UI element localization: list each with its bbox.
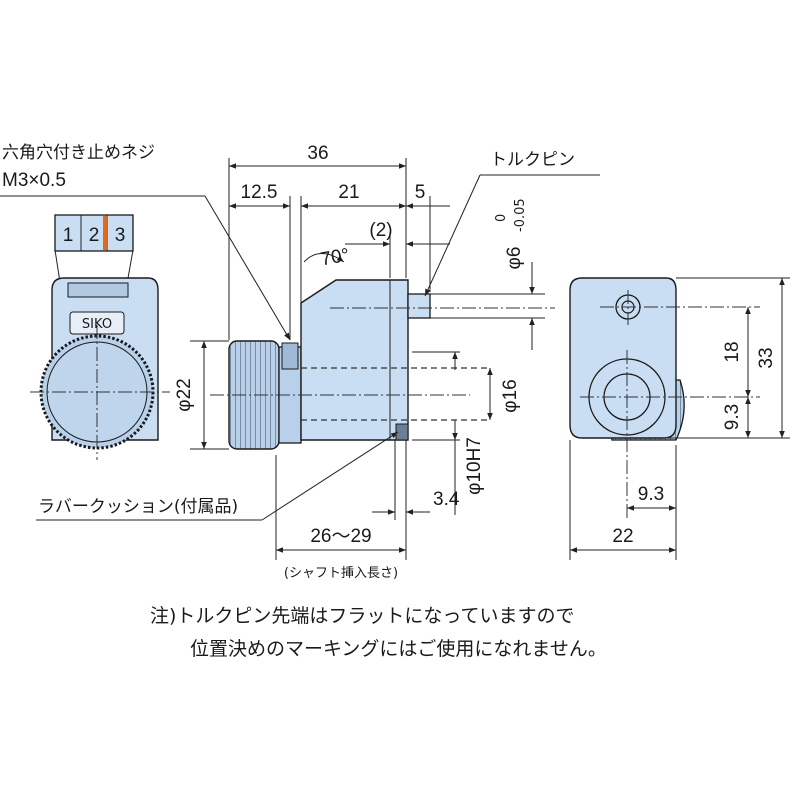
dim-pin-diameter: φ6 bbox=[504, 247, 525, 270]
dim-body-length: 21 bbox=[338, 182, 359, 203]
note-line-2: 位置決めのマーキングにはご使用になれません。 bbox=[190, 638, 607, 660]
torque-pin-label: トルクピン bbox=[490, 150, 575, 170]
shaft-insert-label: (シャフト挿入長さ) bbox=[284, 566, 398, 581]
dim-angle: 70° bbox=[319, 245, 351, 271]
rubber-cushion-callout: ラバークッション(付属品) bbox=[36, 431, 399, 521]
knob-diameter-dimension: φ22 bbox=[174, 340, 229, 450]
digit-window bbox=[54, 214, 134, 252]
side-body bbox=[300, 279, 409, 441]
hex-screw-callout: 六角穴付き止めネジ M3×0.5 bbox=[0, 143, 291, 341]
dim-pin-tol-lower: -0.05 bbox=[513, 198, 528, 232]
middle-right-dimensions: φ6 0 -0.05 φ16 φ10H7 bbox=[412, 198, 545, 515]
dim-side-total-height: 33 bbox=[756, 347, 777, 368]
brand-logo: SIKO bbox=[82, 317, 112, 332]
dim-side-right-width: 9.3 bbox=[638, 484, 664, 505]
rubber-cushion-label: ラバークッション(付属品) bbox=[38, 497, 238, 517]
dim-cushion-thickness: 3.4 bbox=[433, 489, 460, 510]
note-line-1: 注)トルクピン先端はフラットになっていますので bbox=[150, 605, 574, 627]
top-dimensions: 36 12.5 21 5 (2) 70° bbox=[228, 143, 450, 340]
digit-2: 2 bbox=[89, 225, 100, 246]
highlight-marker bbox=[103, 216, 107, 250]
window-slot bbox=[67, 282, 129, 298]
torque-pin bbox=[407, 293, 431, 319]
rear-view: 18 9.3 33 9.3 22 bbox=[569, 277, 790, 560]
dim-knob-length: 12.5 bbox=[241, 182, 278, 203]
dim-side-lower-height: 9.3 bbox=[722, 404, 743, 430]
footnote: 注)トルクピン先端はフラットになっていますので 位置決めのマーキングにはご使用に… bbox=[150, 605, 607, 660]
dim-side-width: 22 bbox=[612, 526, 633, 547]
dim-pin-offset: 5 bbox=[415, 182, 426, 203]
hex-screw-spec: M3×0.5 bbox=[2, 170, 66, 191]
dim-side-upper-height: 18 bbox=[722, 341, 743, 362]
set-screw bbox=[281, 342, 299, 370]
front-view: 1 2 3 SIKO bbox=[30, 214, 170, 460]
dim-body-inner-diameter: φ16 bbox=[500, 379, 521, 412]
dim-knob-diameter: φ22 bbox=[174, 378, 195, 411]
bottom-dimensions: 3.4 26～29 (シャフト挿入長さ) bbox=[275, 440, 460, 581]
hex-screw-label: 六角穴付き止めネジ bbox=[2, 143, 155, 163]
dim-pin-tol-upper: 0 bbox=[494, 214, 509, 222]
dim-overall-length: 36 bbox=[307, 143, 328, 164]
dim-bore-diameter: φ10H7 bbox=[464, 437, 485, 495]
side-view bbox=[210, 279, 555, 450]
torque-pin-callout: トルクピン bbox=[424, 150, 600, 297]
dim-pin-length: (2) bbox=[369, 220, 392, 241]
digit-3: 3 bbox=[115, 225, 126, 246]
dim-shaft-insert: 26～29 bbox=[310, 526, 371, 547]
digit-1: 1 bbox=[63, 225, 74, 246]
